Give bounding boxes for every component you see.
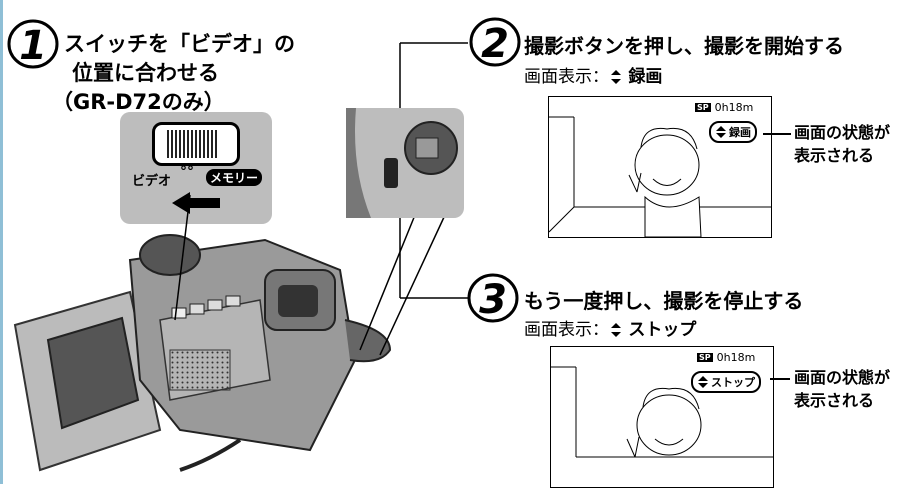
step3-note: 画面の状態が表示される: [794, 368, 891, 410]
mode-switch-panel: ビデオ °° メモリー: [120, 112, 272, 224]
step3-display-line: 画面表示： ストップ: [524, 315, 696, 340]
step1-title-line2: 位置に合わせる: [72, 61, 219, 85]
step2-number: 2: [481, 21, 509, 67]
step3-display-prefix: 画面表示：: [524, 320, 609, 340]
step3-number-icon: 3: [466, 272, 520, 324]
left-arrow-icon: [172, 192, 222, 218]
step2-display-value: 録画: [628, 67, 663, 87]
switch-label-memory: メモリー: [206, 169, 263, 186]
step3-screen-status-badge: ストップ: [691, 371, 761, 393]
step1-number-icon: 1: [6, 18, 60, 70]
step2-display-prefix: 画面表示：: [524, 67, 609, 87]
camcorder-illustration: [13, 234, 392, 472]
mode-switch-slider[interactable]: [152, 122, 240, 166]
step2-title: 撮影ボタンを押し、撮影を開始する: [524, 34, 844, 58]
switch-label-video: ビデオ: [132, 174, 172, 189]
step1-title-line1: スイッチを「ビデオ」の: [64, 32, 295, 56]
step1-title-line3: （GR-D72のみ）: [52, 90, 225, 114]
record-symbol-icon: [609, 69, 623, 84]
step2-display-line: 画面表示： 録画: [524, 62, 662, 87]
step1-number: 1: [19, 23, 47, 69]
step3-number: 3: [479, 277, 507, 323]
step2-number-icon: 2: [468, 16, 522, 68]
record-button[interactable]: [384, 158, 398, 188]
step3-title: もう一度押し、撮影を停止する: [524, 289, 804, 313]
page-edge-strip: [0, 0, 3, 484]
step2-note: 画面の状態が表示される: [794, 123, 891, 165]
step2-screen-status-badge: 録画: [709, 121, 757, 143]
step3-display-value: ストップ: [628, 320, 697, 340]
record-button-closeup: [346, 108, 464, 218]
stop-symbol-icon: [609, 322, 623, 337]
